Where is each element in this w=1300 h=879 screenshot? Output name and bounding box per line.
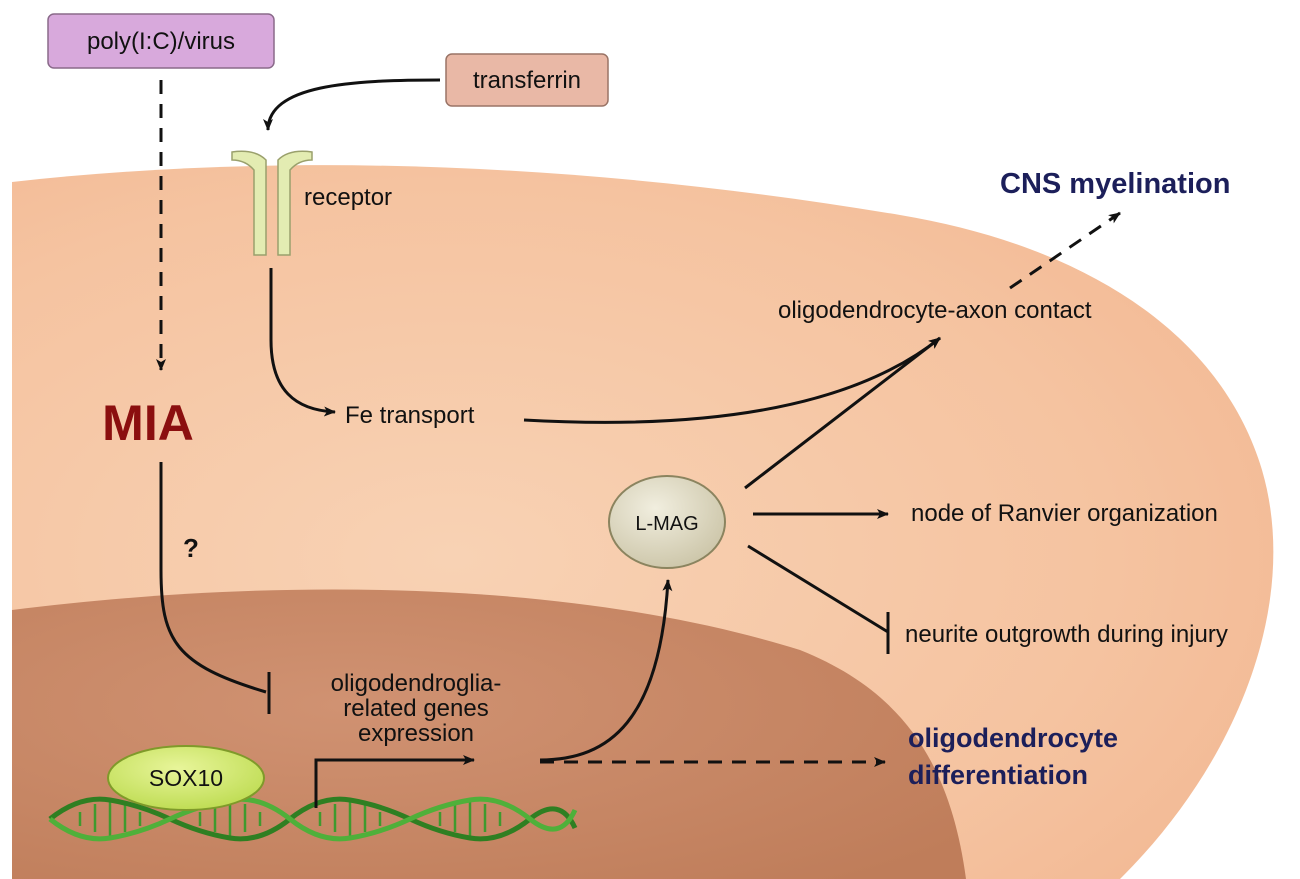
fe-transport-label: Fe transport	[345, 402, 475, 429]
sox10-label: SOX10	[149, 765, 223, 791]
genes-expression-line2: related genes	[343, 695, 488, 722]
arrow-expression-to-lmag	[539, 579, 673, 762]
inhibition-lmag-to-neurite	[747, 544, 889, 634]
genes-expression-line1: oligodendroglia-	[331, 670, 502, 697]
receptor-label: receptor	[304, 184, 392, 211]
sox10-node	[107, 745, 265, 811]
poly-ic-virus-box: poly(I:C)/virus	[47, 13, 275, 69]
lmag-label: L-MAG	[635, 513, 698, 535]
lmag-node	[608, 475, 726, 569]
cell-nucleus	[12, 589, 966, 879]
receptor-icon	[231, 150, 313, 256]
arrow-receptor-to-fe-transport	[269, 268, 336, 417]
arrow-fe-transport-to-axon-contact	[523, 336, 941, 424]
mia-label: MIA	[102, 395, 194, 451]
transferrin-label: transferrin	[473, 67, 581, 94]
inhibition-mia-to-genes	[159, 462, 267, 694]
genes-expression-line3: expression	[358, 720, 474, 747]
arrow-transferrin-to-receptor	[263, 78, 441, 131]
cns-myelination-label: CNS myelination	[1000, 168, 1230, 200]
neurite-label: neurite outgrowth during injury	[905, 621, 1228, 648]
differentiation-line2: differentiation	[908, 760, 1088, 790]
arrow-lmag-to-axon-contact	[744, 336, 941, 490]
differentiation-line1: oligodendrocyte	[908, 723, 1118, 753]
axon-contact-label: oligodendrocyte-axon contact	[778, 297, 1092, 324]
question-mark: ?	[183, 533, 199, 563]
ranvier-label: node of Ranvier organization	[911, 500, 1218, 527]
poly-ic-virus-label: poly(I:C)/virus	[87, 28, 235, 55]
dna-helix-icon	[48, 796, 578, 842]
transferrin-box: transferrin	[445, 53, 609, 107]
transcription-start-arrow	[314, 755, 475, 808]
